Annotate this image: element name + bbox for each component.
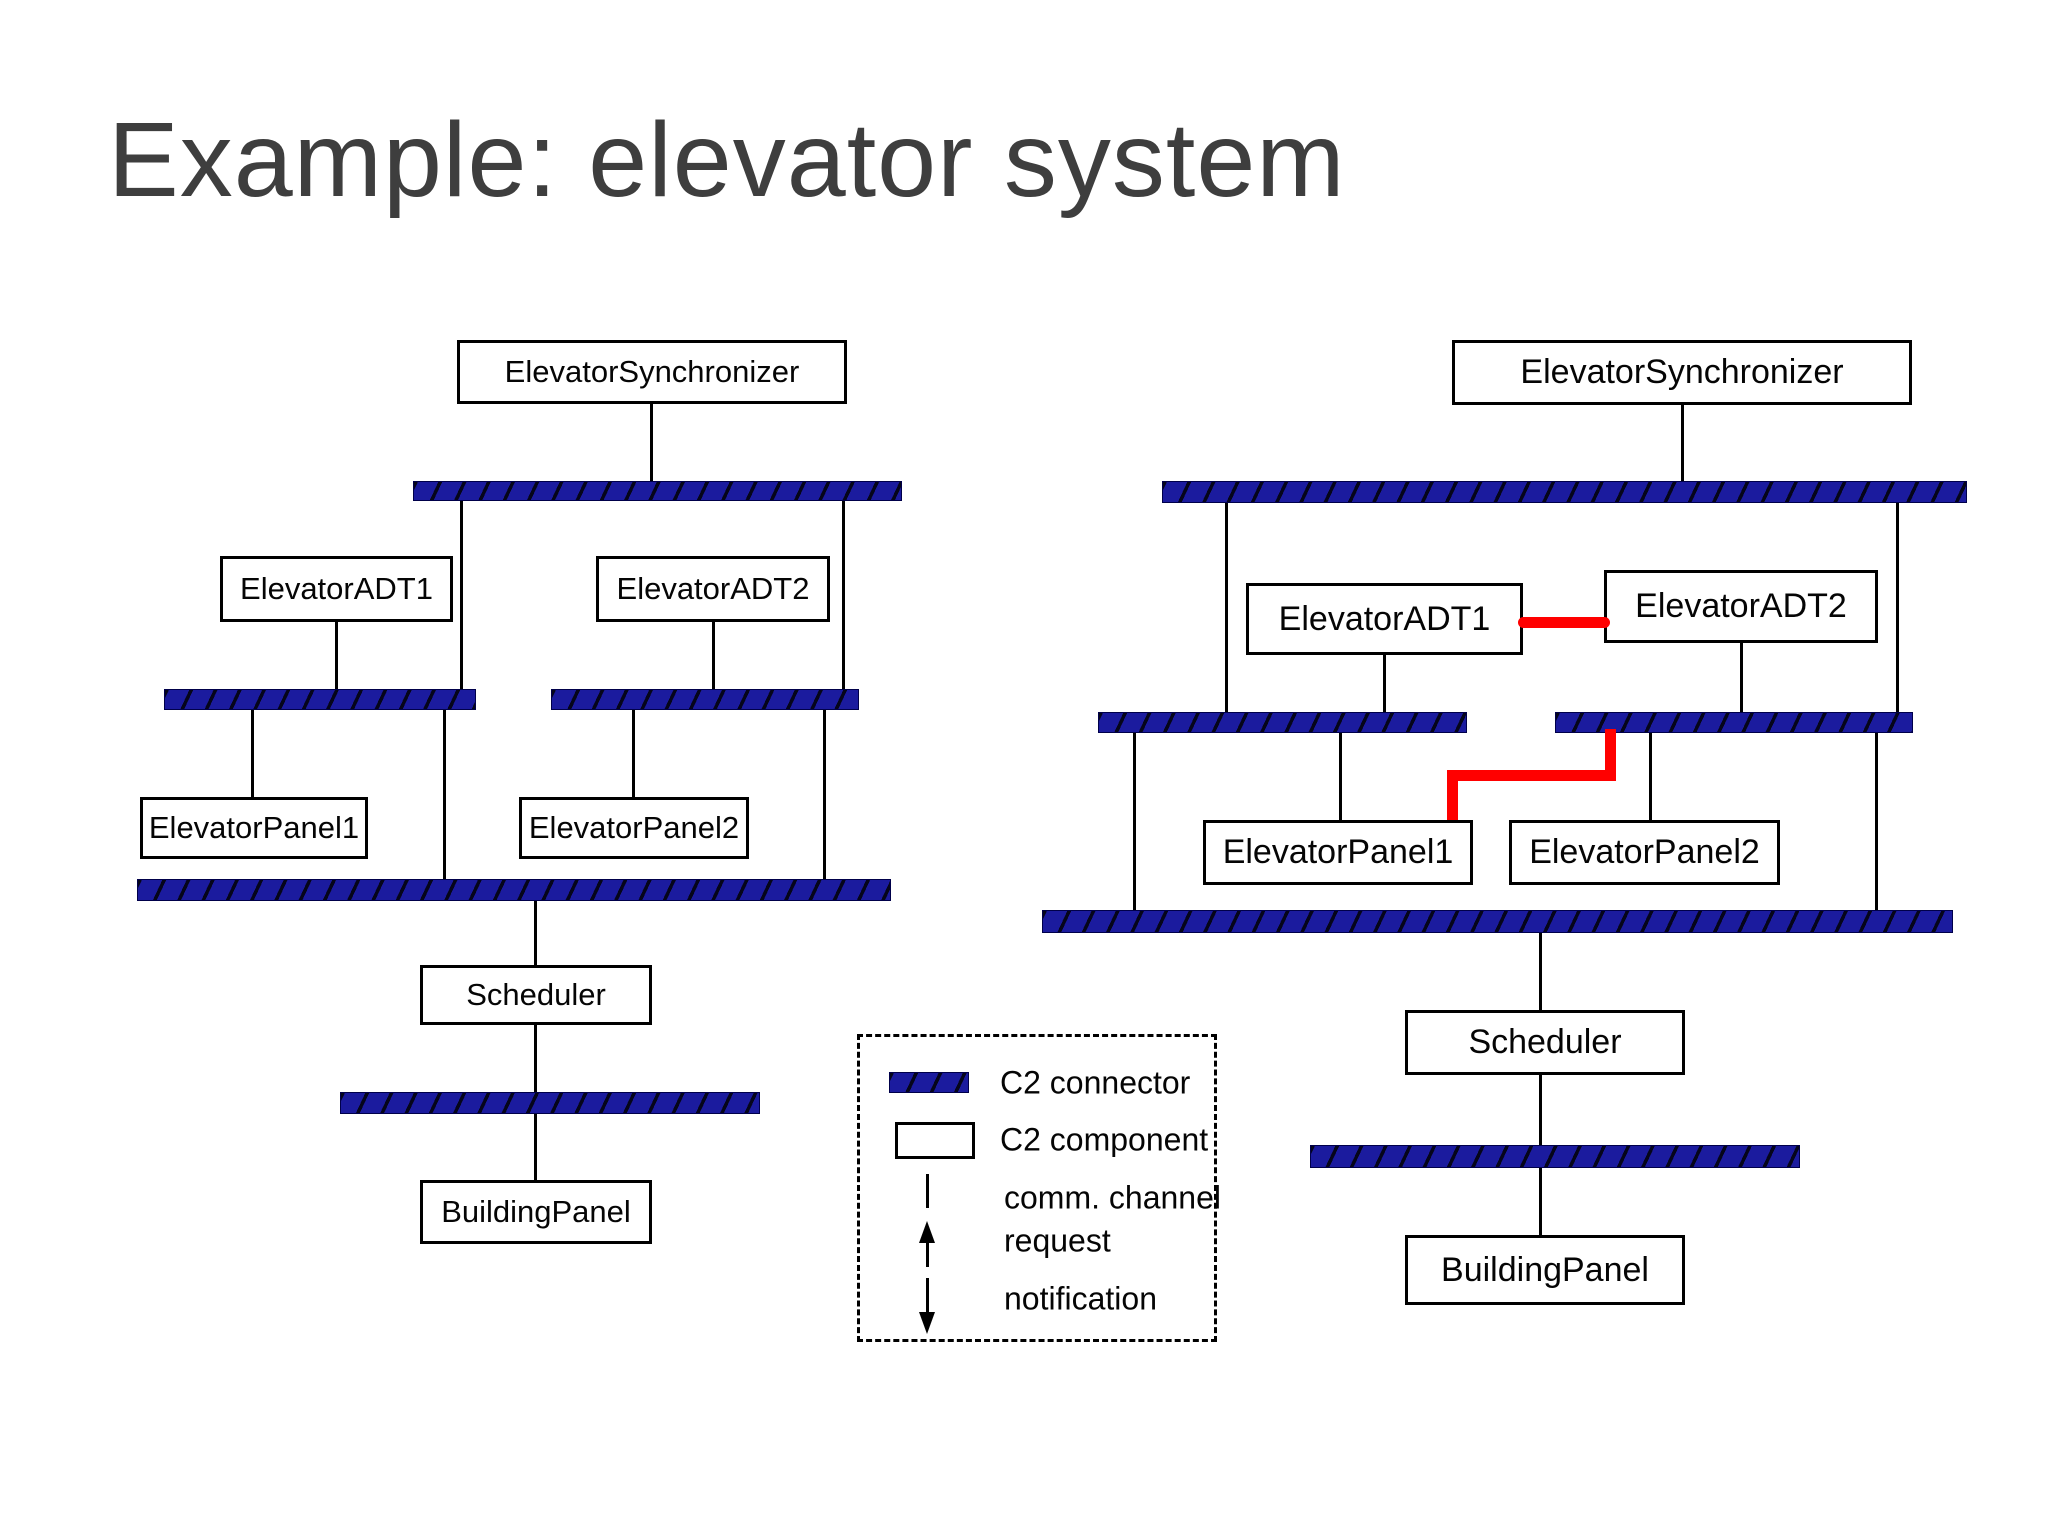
comm-channel-line <box>823 710 826 879</box>
highlight-link-elbow <box>1447 770 1616 781</box>
left-elevator-panel2-box: ElevatorPanel2 <box>519 797 749 859</box>
legend-notification-label: notification <box>1004 1280 1157 1317</box>
comm-channel-line <box>1539 1075 1542 1145</box>
c2-connector-bar <box>1310 1145 1800 1168</box>
down-arrow-shaft <box>926 1278 929 1314</box>
comm-channel-line <box>251 710 254 797</box>
comm-channel-line <box>1875 733 1878 910</box>
c2-connector-bar <box>137 879 891 901</box>
comm-channel-icon <box>926 1174 929 1208</box>
left-elevator-adt2-box: ElevatorADT2 <box>596 556 830 622</box>
left-elevator-adt1-box: ElevatorADT1 <box>220 556 453 622</box>
right-elevator-panel1-box: ElevatorPanel1 <box>1203 820 1473 885</box>
c2-connector-bar <box>413 481 902 501</box>
legend-request-label: request <box>1004 1222 1111 1259</box>
comm-channel-line <box>534 1114 537 1180</box>
comm-channel-line <box>1539 933 1542 1010</box>
c2-connector-bar <box>1162 481 1967 503</box>
c2-connector-bar <box>1555 712 1913 733</box>
c2-connector-bar <box>1042 910 1953 933</box>
highlight-link-adt1-adt2 <box>1518 617 1610 628</box>
left-elevator-synchronizer-box: ElevatorSynchronizer <box>457 340 847 404</box>
comm-channel-line <box>1383 655 1386 712</box>
down-arrow-icon <box>919 1312 935 1334</box>
highlight-link-elbow <box>1605 729 1616 776</box>
c2-component-swatch-icon <box>895 1122 975 1159</box>
highlight-link-elbow <box>1447 775 1458 822</box>
slide-title: Example: elevator system <box>108 101 1346 219</box>
legend-component-label: C2 component <box>1000 1121 1209 1158</box>
left-building-panel-box: BuildingPanel <box>420 1180 652 1244</box>
comm-channel-line <box>712 622 715 689</box>
comm-channel-line <box>534 1025 537 1092</box>
legend-box: C2 connector C2 component comm. channel … <box>857 1034 1221 1342</box>
right-scheduler-box: Scheduler <box>1405 1010 1685 1075</box>
c2-connector-bar <box>340 1092 760 1114</box>
comm-channel-line <box>1681 405 1684 481</box>
comm-channel-line <box>1133 733 1136 910</box>
comm-channel-line <box>842 501 845 689</box>
comm-channel-line <box>460 501 463 689</box>
left-scheduler-box: Scheduler <box>420 965 652 1025</box>
legend-connector-label: C2 connector <box>1000 1064 1191 1101</box>
comm-channel-line <box>534 901 537 965</box>
comm-channel-line <box>632 710 635 797</box>
right-elevator-synchronizer-box: ElevatorSynchronizer <box>1452 340 1912 405</box>
c2-connector-bar <box>164 689 476 710</box>
comm-channel-line <box>1649 733 1652 820</box>
right-elevator-panel2-box: ElevatorPanel2 <box>1509 820 1780 885</box>
c2-connector-swatch-icon <box>889 1072 969 1093</box>
right-building-panel-box: BuildingPanel <box>1405 1235 1685 1305</box>
up-arrow-shaft <box>926 1241 929 1267</box>
comm-channel-line <box>335 622 338 689</box>
comm-channel-line <box>650 404 653 481</box>
left-elevator-panel1-box: ElevatorPanel1 <box>140 797 368 859</box>
right-elevator-adt1-box: ElevatorADT1 <box>1246 583 1523 655</box>
comm-channel-line <box>1225 503 1228 712</box>
up-arrow-icon <box>919 1221 935 1243</box>
comm-channel-line <box>1896 503 1899 712</box>
right-elevator-adt2-box: ElevatorADT2 <box>1604 570 1878 643</box>
c2-connector-bar <box>1098 712 1467 733</box>
comm-channel-line <box>1539 1168 1542 1235</box>
comm-channel-line <box>443 710 446 879</box>
comm-channel-line <box>1740 643 1743 712</box>
legend-channel-label: comm. channel <box>1004 1179 1221 1216</box>
c2-connector-bar <box>551 689 859 710</box>
comm-channel-line <box>1339 733 1342 820</box>
